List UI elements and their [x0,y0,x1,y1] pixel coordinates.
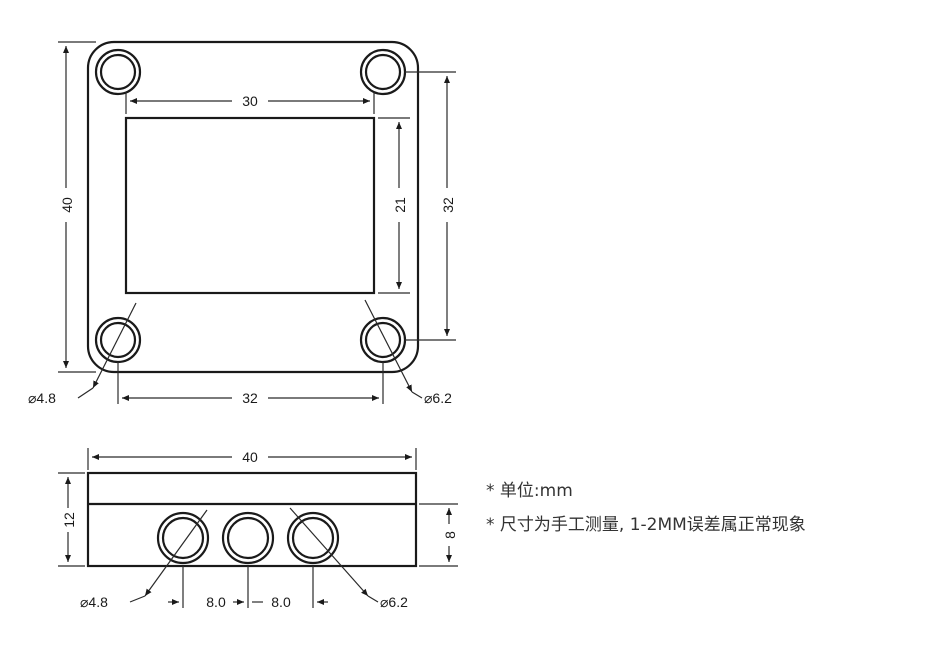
leader-large-hole-top: ⌀6.2 [364,299,452,406]
dim-screen-width-label: 30 [242,93,258,109]
dim-side-lower-height: 8 [419,503,458,567]
hole-bottom-left [94,316,142,364]
dim-screen-width: 30 [125,92,375,114]
note-tolerance: * 尺寸为手工测量, 1-2MM误差属正常现象 [486,515,806,535]
large-hole-label-top: ⌀6.2 [424,390,452,406]
side-body [86,471,418,568]
side-hole-left [156,511,210,565]
note-unit: * 单位:mm [486,481,573,501]
dim-hole-spacing-vertical-label: 32 [440,197,456,213]
large-hole-label-side: ⌀6.2 [380,594,408,610]
dim-outer-height: 40 [58,41,96,373]
dim-side-width-label: 40 [242,449,258,465]
dim-hole-spacing-horizontal: 32 [117,362,384,406]
leader-large-hole-side: ⌀6.2 [289,507,408,610]
dim-side-lower-height-label: 8 [442,531,458,539]
dim-side-total-height: 12 [58,472,85,567]
side-spacing-left-label: 8.0 [206,594,226,610]
side-view: 40 12 8 8.0 8.0 [58,448,458,610]
side-hole-right [286,511,340,565]
dim-outer-height-label: 40 [59,197,75,213]
small-hole-label-side: ⌀4.8 [80,594,108,610]
dim-screen-height-label: 21 [392,197,408,213]
screen-window [124,116,376,295]
leader-small-hole-top: ⌀4.8 [28,302,137,406]
dim-side-width: 40 [87,448,417,470]
dim-side-hole-spacing: 8.0 8.0 [168,566,328,610]
dim-hole-spacing-vertical: 32 [405,71,456,341]
top-view: 30 21 32 40 [28,40,456,406]
notes: * 单位:mm * 尺寸为手工测量, 1-2MM误差属正常现象 [486,481,806,535]
board-outline [86,40,420,374]
hole-top-left [94,48,142,96]
small-hole-label-top: ⌀4.8 [28,390,56,406]
dim-screen-height: 21 [378,117,410,294]
dim-side-total-height-label: 12 [61,512,77,528]
side-hole-middle [221,511,275,565]
hole-top-right [359,48,407,96]
hole-bottom-right [359,316,407,364]
dim-hole-spacing-horizontal-label: 32 [242,390,258,406]
leader-small-hole-side: ⌀4.8 [80,509,208,610]
side-spacing-right-label: 8.0 [271,594,291,610]
